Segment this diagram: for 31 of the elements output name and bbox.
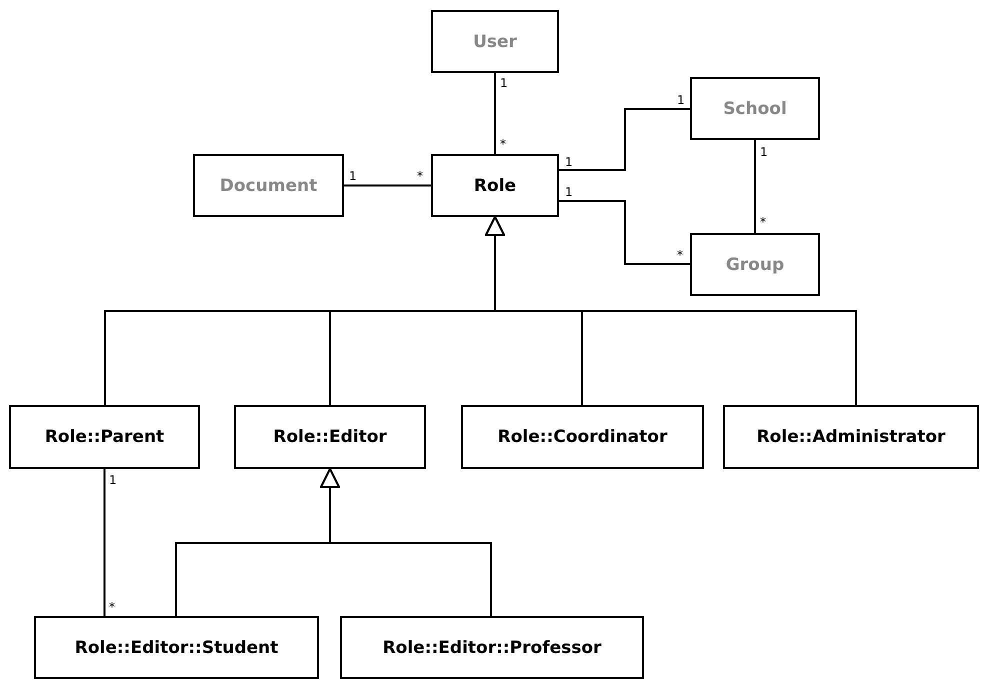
association-line (344, 184, 431, 186)
multiplicity-label: 1 (565, 156, 573, 168)
class-box: Role::Coordinator (461, 405, 704, 469)
multiplicity-label: 1 (760, 146, 768, 158)
association-line (104, 469, 106, 616)
class-box: Group (690, 233, 820, 296)
multiplicity-label: 1 (677, 94, 685, 106)
inheritance-arrow (485, 216, 857, 405)
class-box: Role::Editor (234, 405, 426, 469)
class-box: Role::Editor::Professor (340, 616, 644, 679)
association-line (494, 73, 496, 154)
class-box: School (690, 77, 820, 140)
multiplicity-label: 1 (565, 186, 573, 198)
class-box: Role (431, 154, 559, 217)
multiplicity-label: * (109, 601, 115, 613)
multiplicity-label: * (760, 216, 766, 228)
association-line (559, 108, 690, 171)
multiplicity-label: * (677, 249, 683, 261)
multiplicity-label: * (500, 138, 506, 150)
class-box: Role::Parent (9, 405, 200, 469)
class-box: Role::Editor::Student (34, 616, 319, 679)
inheritance-arrow (320, 468, 492, 616)
multiplicity-label: 1 (349, 170, 357, 182)
class-box: User (431, 10, 559, 73)
class-box: Role::Administrator (723, 405, 979, 469)
multiplicity-label: 1 (500, 77, 508, 89)
association-line (754, 140, 756, 233)
multiplicity-label: 1 (109, 474, 117, 486)
multiplicity-label: * (417, 170, 423, 182)
association-line (559, 200, 690, 265)
class-box: Document (193, 154, 344, 217)
